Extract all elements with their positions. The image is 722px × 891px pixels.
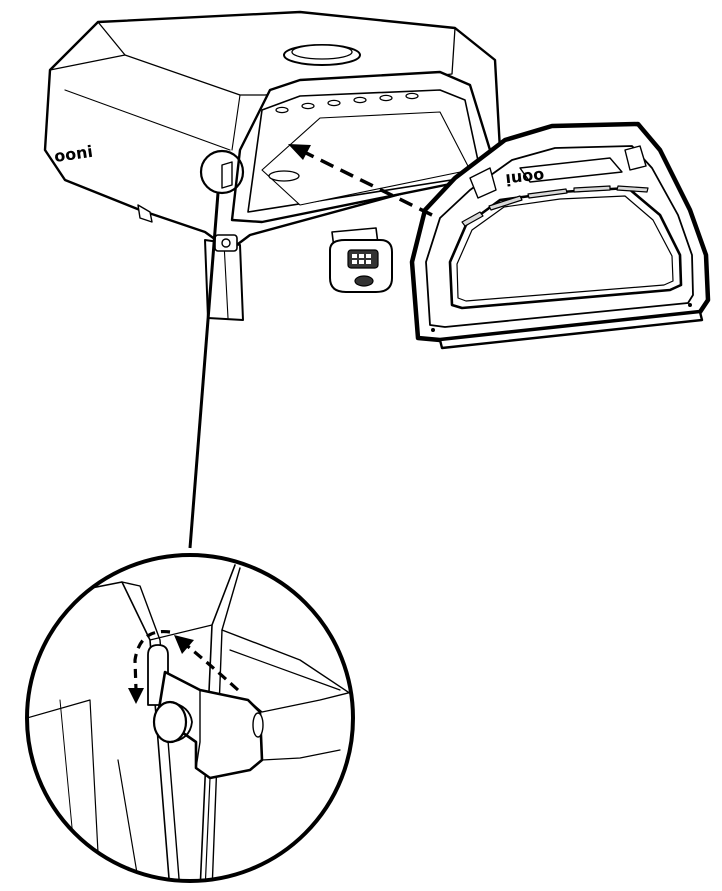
detail-marker-circle — [199, 149, 245, 195]
door-vent-slots — [461, 185, 649, 227]
detail-leader-line — [188, 192, 220, 549]
oven-top-facet — [97, 21, 456, 96]
burner-vents — [275, 92, 419, 114]
dashed-arrow-icon — [288, 144, 433, 217]
door-brand-logo: ooni — [505, 167, 546, 190]
knob-button — [354, 275, 374, 287]
door-window — [448, 186, 683, 310]
oven-leg-back — [137, 204, 153, 223]
hook-pin — [152, 700, 188, 744]
stone-logo — [268, 170, 300, 182]
door-logo-plate — [519, 157, 623, 183]
oven-body — [43, 10, 502, 321]
knob-display — [347, 249, 379, 269]
oven-door — [409, 121, 711, 350]
detail-zoom-view — [25, 553, 355, 883]
curved-dashed-arrow-icon — [128, 629, 240, 704]
baking-stone — [261, 111, 471, 206]
detail-zoom-circle — [25, 553, 355, 883]
